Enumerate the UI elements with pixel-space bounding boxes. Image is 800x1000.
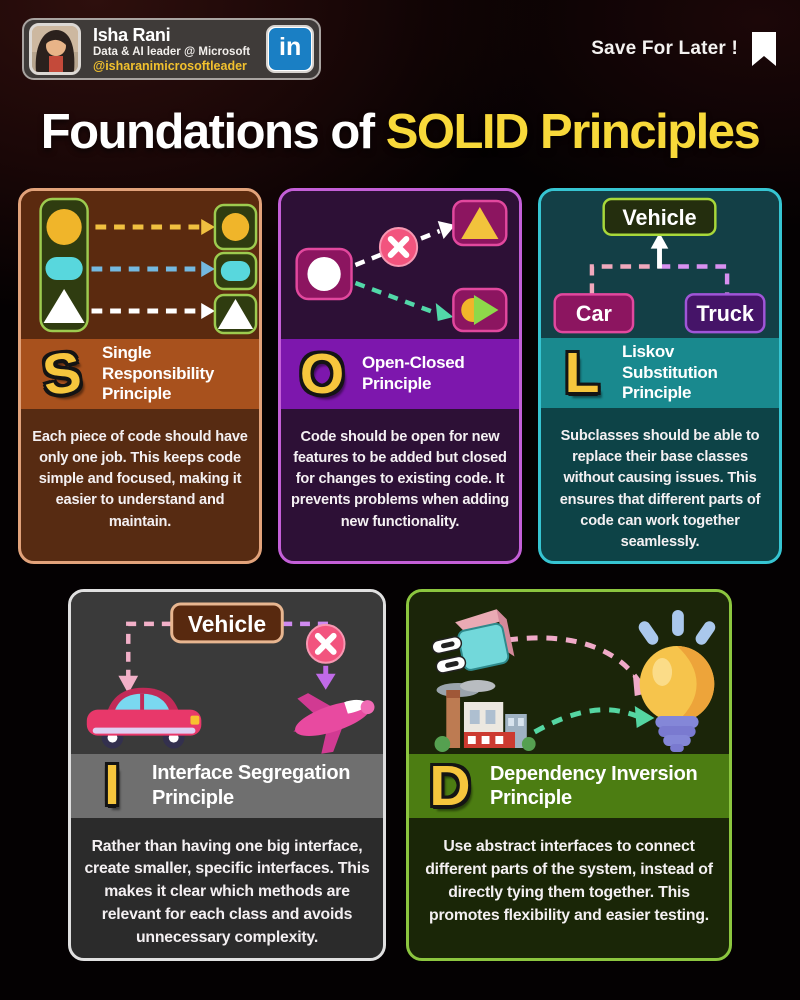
- dip-illustration: [409, 592, 729, 754]
- svg-text:Car: Car: [576, 301, 612, 326]
- plug-icon: [431, 609, 515, 674]
- ocp-illustration: [281, 191, 519, 339]
- lsp-description: Subclasses should be able to replace the…: [559, 428, 761, 550]
- letter-i: I: [104, 753, 120, 818]
- letter-l: L: [564, 340, 600, 405]
- dip-description: Use abstract interfaces to connect diffe…: [425, 838, 713, 924]
- isp-description: Rather than having one big interface, cr…: [84, 837, 370, 947]
- isp-diagram: Vehicle: [86, 602, 375, 754]
- cross-icon: [305, 623, 346, 664]
- up-arrow-icon: [650, 232, 669, 269]
- profile-text: Isha Rani Data & AI leader @ Microsoft @…: [93, 25, 254, 73]
- dip-diagram: [431, 609, 716, 752]
- ocp-title: Open-Closed Principle: [362, 353, 465, 393]
- car-box: Car: [553, 293, 635, 334]
- card-liskov-substitution: Vehicle Car Truck L Liskov Substitution …: [538, 188, 782, 564]
- top-bar: Isha Rani Data & AI leader @ Microsoft @…: [0, 0, 800, 80]
- srp-illustration: [21, 191, 259, 339]
- srp-description: Each piece of code should have only one …: [32, 429, 248, 530]
- save-label: Save For Later !: [591, 38, 738, 59]
- avatar: [29, 23, 81, 75]
- plane-icon: [293, 693, 375, 754]
- profile-name: Isha Rani: [93, 24, 171, 45]
- card-interface-segregation: Vehicle: [68, 589, 386, 961]
- card-single-responsibility: S Single Responsibility Principle Each p…: [18, 188, 262, 564]
- lsp-diagram: Vehicle Car Truck: [553, 197, 766, 334]
- factory-icon: [434, 680, 536, 752]
- card-open-closed: O Open-Closed Principle Code should be o…: [278, 188, 522, 564]
- truck-box: Truck: [684, 293, 766, 334]
- vehicle-box: Vehicle: [602, 197, 717, 236]
- principles-row-top: S Single Responsibility Principle Each p…: [0, 188, 800, 564]
- letter-o: O: [299, 341, 345, 406]
- profile-handle[interactable]: @isharanimicrosoftleader: [93, 58, 247, 73]
- page-title: Foundations of SOLID Principles: [0, 104, 800, 160]
- car-icon: [86, 687, 202, 749]
- bookmark-icon[interactable]: [752, 32, 776, 66]
- source-box: [295, 247, 353, 301]
- isp-title: Interface Segregation Principle: [152, 762, 351, 809]
- ocp-diagram: [295, 199, 508, 333]
- svg-text:Vehicle: Vehicle: [622, 205, 696, 230]
- letter-s: S: [39, 339, 85, 408]
- principles-row-bottom: Vehicle: [68, 589, 732, 961]
- srp-title: Single Responsibility Principle: [102, 342, 214, 404]
- ocp-banner: O Open-Closed Principle: [281, 339, 519, 409]
- down-arrow-icon: [315, 665, 336, 690]
- profile-card: Isha Rani Data & AI leader @ Microsoft @…: [22, 18, 322, 80]
- shape-source-panel: [39, 197, 89, 333]
- lsp-illustration: Vehicle Car Truck: [541, 191, 779, 339]
- cross-icon: [378, 227, 419, 267]
- isp-illustration: Vehicle: [71, 592, 383, 754]
- vehicle-box: Vehicle: [170, 602, 284, 644]
- title-highlight: SOLID Principles: [385, 105, 761, 159]
- isp-banner: I Interface Segregation Principle: [71, 753, 383, 818]
- srp-banner: S Single Responsibility Principle: [21, 339, 259, 409]
- svg-text:Truck: Truck: [696, 301, 754, 326]
- svg-text:Vehicle: Vehicle: [188, 611, 266, 637]
- lsp-banner: L Liskov Substitution Principle: [541, 338, 779, 409]
- title-prefix: Foundations of: [40, 105, 386, 159]
- avatar-image: [32, 26, 78, 72]
- card-dependency-inversion: D Dependency Inversion Principle Use abs…: [406, 589, 732, 961]
- shape-target-boxes: [213, 203, 258, 335]
- open-box: [452, 287, 508, 333]
- srp-diagram: [39, 197, 258, 335]
- ocp-description: Code should be open for new features to …: [291, 429, 510, 530]
- save-for-later[interactable]: Save For Later !: [591, 32, 776, 66]
- profile-role: Data & AI leader @ Microsoft: [93, 45, 251, 58]
- dip-title: Dependency Inversion Principle: [490, 762, 698, 809]
- dashed-arrows: [91, 219, 215, 319]
- dip-banner: D Dependency Inversion Principle: [409, 754, 729, 818]
- letter-d: D: [429, 753, 471, 818]
- lsp-title: Liskov Substitution Principle: [622, 341, 718, 403]
- closed-box: [452, 199, 508, 247]
- bulb-icon: [638, 610, 716, 752]
- linkedin-icon[interactable]: in: [266, 25, 315, 73]
